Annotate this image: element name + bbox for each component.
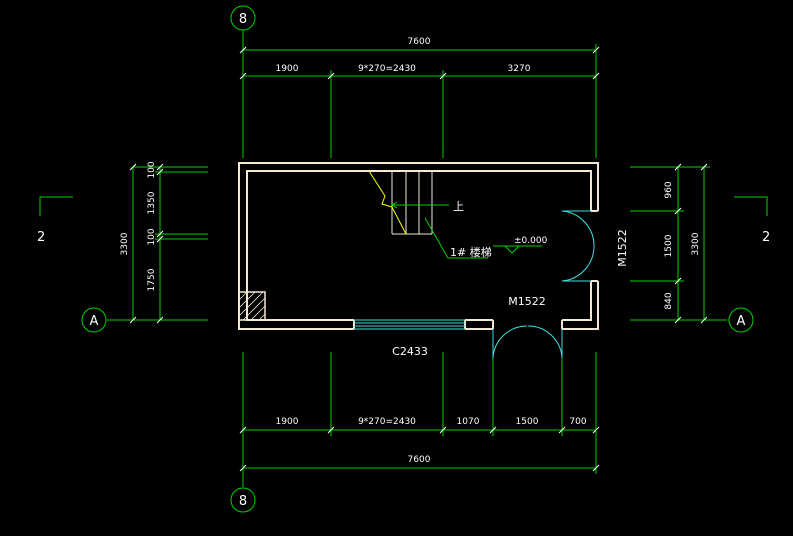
left-dimensions bbox=[129, 163, 208, 324]
svg-text:2: 2 bbox=[762, 230, 770, 245]
grid-lines bbox=[107, 30, 727, 487]
dim-bottom-seg-2: 9*270=2430 bbox=[358, 417, 416, 427]
dim-bottom-total: 7600 bbox=[408, 455, 431, 465]
svg-text:2: 2 bbox=[37, 230, 45, 245]
dim-top-seg-2: 9*270=2430 bbox=[358, 64, 416, 74]
dim-left-seg-2: 1350 bbox=[147, 191, 157, 214]
dim-left-seg-1: 100 bbox=[147, 161, 157, 178]
door-right-label: M1522 bbox=[616, 229, 629, 267]
right-dimensions bbox=[630, 163, 710, 324]
dim-top-total: 7600 bbox=[408, 37, 431, 47]
section-mark-right[interactable]: 2 bbox=[734, 196, 770, 245]
svg-text:8: 8 bbox=[239, 494, 247, 509]
dim-right-seg-3: 840 bbox=[664, 292, 674, 309]
dim-right-seg-1: 960 bbox=[664, 181, 674, 198]
dim-bottom-seg-3: 1070 bbox=[457, 417, 480, 427]
dim-left-seg-4: 1750 bbox=[147, 268, 157, 291]
elevation-mark[interactable]: ±0.000 bbox=[493, 236, 548, 254]
door-right-m1522[interactable] bbox=[561, 210, 595, 282]
dim-right-total: 3300 bbox=[691, 232, 701, 255]
door-bottom-label: M1522 bbox=[508, 295, 546, 308]
walls[interactable] bbox=[238, 162, 599, 330]
window-c2433[interactable] bbox=[354, 319, 465, 330]
svg-text:A: A bbox=[90, 314, 99, 329]
dim-left-seg-3: 100 bbox=[147, 228, 157, 245]
dim-bottom-seg-4: 1500 bbox=[516, 417, 539, 427]
window-label: C2433 bbox=[392, 345, 428, 358]
svg-text:8: 8 bbox=[239, 12, 247, 27]
stair-1[interactable] bbox=[391, 171, 433, 235]
dim-top-seg-3: 3270 bbox=[508, 64, 531, 74]
dim-left-total: 3300 bbox=[120, 232, 130, 255]
elevation-label: ±0.000 bbox=[514, 236, 548, 246]
stair-up-label: 上 bbox=[453, 200, 464, 213]
section-mark-left[interactable]: 2 bbox=[37, 196, 73, 245]
dim-bottom-seg-5: 700 bbox=[569, 417, 586, 427]
door-bottom-m1522[interactable] bbox=[492, 325, 563, 359]
top-dimensions bbox=[239, 44, 600, 158]
grid-bubble-a-left[interactable]: A bbox=[81, 307, 107, 333]
svg-text:A: A bbox=[737, 314, 746, 329]
grid-bubble-8-bottom[interactable]: 8 bbox=[230, 487, 256, 513]
stair-break-line bbox=[368, 170, 407, 235]
structural-column[interactable] bbox=[238, 291, 266, 321]
stair-direction-arrow bbox=[391, 201, 488, 259]
dim-top-seg-1: 1900 bbox=[276, 64, 299, 74]
grid-bubble-a-right[interactable]: A bbox=[728, 307, 754, 333]
dim-bottom-seg-1: 1900 bbox=[276, 417, 299, 427]
dim-right-seg-2: 1500 bbox=[664, 234, 674, 257]
grid-bubble-8-top[interactable]: 8 bbox=[230, 5, 256, 31]
bottom-dimensions bbox=[239, 352, 600, 474]
stair-name-label: 1# 楼梯 bbox=[450, 245, 492, 259]
